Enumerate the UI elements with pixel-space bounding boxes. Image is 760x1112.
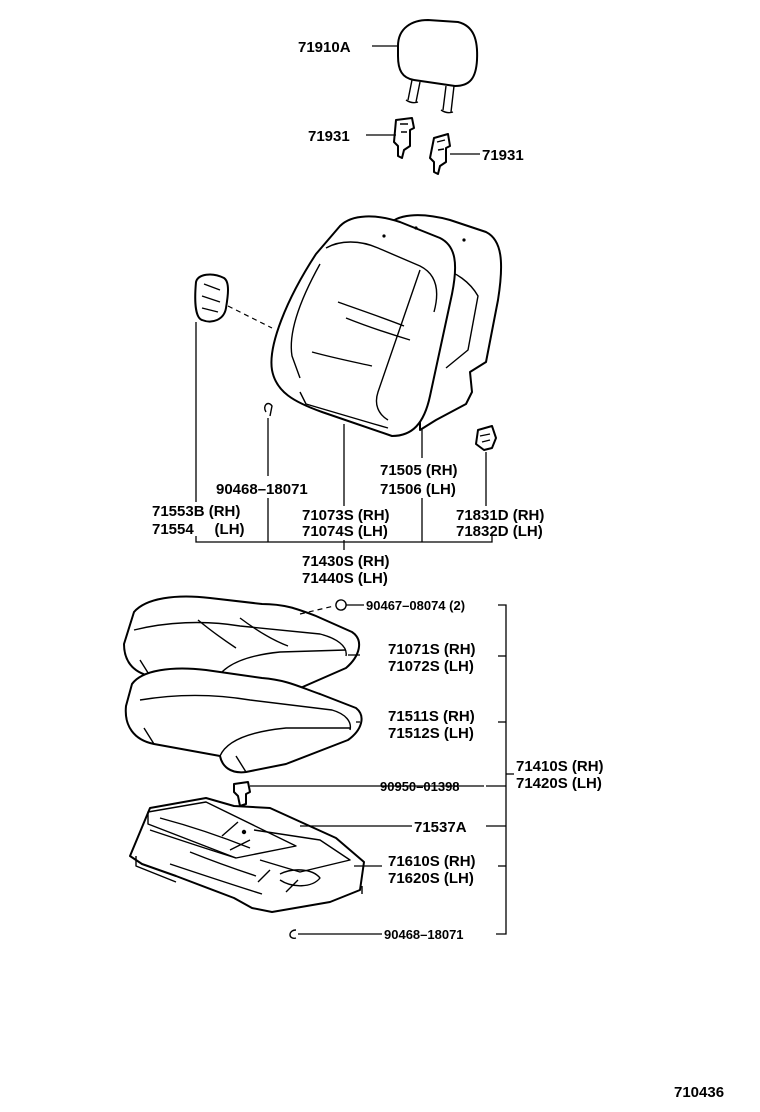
hinge-cover-illustration (475, 425, 497, 451)
label-seatback-assy-lh: 71440S (LH) (302, 570, 388, 587)
label-cushion-assy-lh: 71420S (LH) (516, 775, 602, 792)
label-clip-upper: 90467–08074 (2) (366, 598, 465, 613)
label-hinge-cover-lh: 71832D (LH) (456, 523, 543, 540)
clip-upper-icon (335, 599, 347, 611)
label-cushion-cover-lh: 71072S (LH) (388, 658, 474, 675)
label-seatback-cover-lh: 71074S (LH) (302, 523, 388, 540)
label-cushion-assy-rh: 71410S (RH) (516, 758, 604, 775)
label-cushion-pad-rh: 71511S (RH) (388, 708, 475, 725)
seatback-illustration (270, 214, 503, 437)
label-seatback-frame-lh: 71506 (LH) (380, 481, 456, 498)
seatback-pad-illustration (194, 273, 229, 323)
label-cushion-cover-rh: 71071S (RH) (388, 641, 476, 658)
label-hog-ring-lower: 90468–18071 (384, 927, 464, 942)
label-seatback-assy-rh: 71430S (RH) (302, 553, 390, 570)
label-headrest-support-right: 71931 (482, 147, 524, 164)
cushion-frame-illustration (129, 797, 365, 913)
headrest-support-icon (393, 117, 451, 175)
hog-ring-lower-icon (289, 929, 297, 939)
headrest-illustration (397, 19, 479, 114)
cushion-pad-illustration (124, 667, 363, 774)
label-seatback-cover-rh: 71073S (RH) (302, 507, 390, 524)
label-spring: 71537A (414, 819, 467, 836)
label-headrest-support-left: 71931 (308, 128, 350, 145)
label-hinge-cover-rh: 71831D (RH) (456, 507, 544, 524)
diagram-id: 710436 (674, 1084, 724, 1101)
label-cushion-frame-lh: 71620S (LH) (388, 870, 474, 887)
label-seatback-pad-lh: 71554 (LH) (152, 521, 245, 538)
bolt-icon (233, 781, 251, 807)
label-seatback-frame-rh: 71505 (RH) (380, 462, 458, 479)
label-cushion-pad-lh: 71512S (LH) (388, 725, 474, 742)
label-hog-ring-upper: 90468–18071 (216, 481, 308, 498)
label-headrest: 71910A (298, 39, 351, 56)
label-cushion-frame-rh: 71610S (RH) (388, 853, 476, 870)
hog-ring-upper-icon (263, 402, 273, 417)
label-seatback-pad-rh: 71553B (RH) (152, 503, 240, 520)
label-bolt: 90950–01398 (380, 779, 460, 794)
